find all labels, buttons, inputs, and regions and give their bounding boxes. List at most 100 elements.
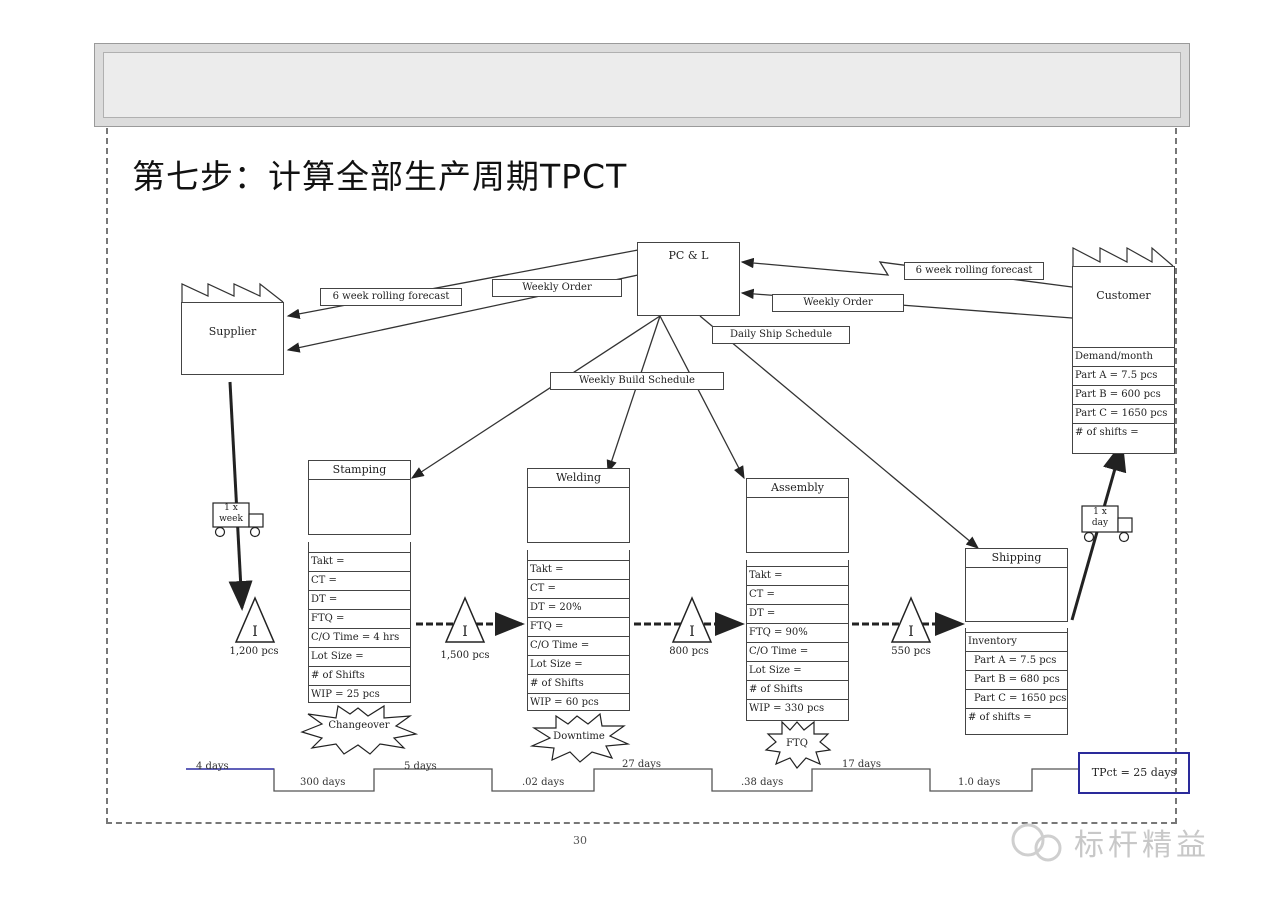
forecast-label-right: 6 week rolling forecast bbox=[904, 262, 1044, 280]
timeline-wait-label: 4 days bbox=[196, 761, 229, 772]
data-row: Takt = bbox=[747, 566, 848, 585]
changeover-burst-label: Changeover bbox=[328, 720, 390, 731]
customer-box: Customer bbox=[1072, 266, 1175, 339]
inventory-label: 800 pcs bbox=[669, 646, 709, 657]
data-row: Takt = bbox=[309, 552, 410, 571]
process-name: Assembly bbox=[747, 479, 848, 498]
data-row: FTQ = 90% bbox=[747, 623, 848, 642]
inventory-symbol: I bbox=[908, 624, 914, 640]
timeline-process-label: .02 days bbox=[522, 777, 565, 788]
data-box-stamping: Takt = CT = DT = FTQ = C/O Time = 4 hrs … bbox=[308, 542, 411, 703]
changeover-burst bbox=[300, 704, 419, 755]
schedule-stamping-line bbox=[410, 315, 661, 479]
data-row: Lot Size = bbox=[747, 661, 848, 680]
inventory-triangle-3 bbox=[671, 596, 713, 643]
page-title: 第七步：计算全部生产周期TPCT bbox=[132, 157, 628, 196]
timeline-process-label: 300 days bbox=[300, 777, 346, 788]
process-name: Welding bbox=[528, 469, 629, 488]
truck-right-frequency: 1 x day bbox=[1091, 507, 1109, 528]
customer-data-row: # of shifts = bbox=[1073, 423, 1174, 442]
data-row: # of Shifts bbox=[528, 674, 629, 693]
inventory-label: 1,500 pcs bbox=[440, 650, 490, 661]
data-row: DT = 20% bbox=[528, 598, 629, 617]
inventory-label: 550 pcs bbox=[891, 646, 931, 657]
customer-data-box: Demand/month Part A = 7.5 pcs Part B = 6… bbox=[1072, 337, 1175, 454]
content-frame bbox=[106, 128, 1177, 824]
inventory-triangle-1 bbox=[234, 596, 276, 643]
data-row: Part B = 680 pcs bbox=[966, 670, 1067, 689]
wechat-icon bbox=[1011, 823, 1045, 857]
inventory-label: 1,200 pcs bbox=[229, 646, 279, 657]
data-row: # of shifts = bbox=[966, 708, 1067, 727]
supplier-factory-roof bbox=[181, 282, 284, 303]
data-row: DT = bbox=[747, 604, 848, 623]
production-control-box: PC & L bbox=[637, 242, 740, 316]
customer-data-row: Demand/month bbox=[1073, 347, 1174, 366]
watermark-text: 标杆精益 bbox=[1074, 828, 1210, 863]
customer-label: Customer bbox=[1096, 289, 1151, 302]
data-row: Inventory bbox=[966, 632, 1067, 651]
production-control-label: PC & L bbox=[668, 249, 709, 262]
data-row: FTQ = bbox=[528, 617, 629, 636]
inventory-symbol: I bbox=[252, 624, 258, 640]
daily-ship-schedule-label: Daily Ship Schedule bbox=[712, 326, 850, 344]
timeline-wait-label: 17 days bbox=[842, 759, 882, 770]
truck-left-frequency: 1 x week bbox=[219, 503, 243, 524]
data-row: DT = bbox=[309, 590, 410, 609]
downtime-burst bbox=[529, 712, 631, 763]
data-row: WIP = 330 pcs bbox=[747, 699, 848, 718]
timeline-process-label: 1.0 days bbox=[958, 777, 1001, 788]
inventory-triangle-2 bbox=[444, 596, 486, 643]
data-row: Lot Size = bbox=[528, 655, 629, 674]
schedule-assembly-line bbox=[659, 315, 745, 480]
data-row: Part C = 1650 pcs bbox=[966, 689, 1067, 708]
supplier-shipment-arrow bbox=[228, 381, 253, 611]
data-row: CT = bbox=[309, 571, 410, 590]
data-row: CT = bbox=[528, 579, 629, 598]
data-row: C/O Time = 4 hrs bbox=[309, 628, 410, 647]
forecast-label-left: 6 week rolling forecast bbox=[320, 288, 462, 306]
process-box-assembly: Assembly bbox=[746, 478, 849, 553]
data-row: Takt = bbox=[528, 560, 629, 579]
timeline-ladder bbox=[186, 768, 1078, 792]
data-row: Lot Size = bbox=[309, 647, 410, 666]
customer-data-row: Part A = 7.5 pcs bbox=[1073, 366, 1174, 385]
inventory-symbol: I bbox=[462, 624, 468, 640]
timeline-wait-label: 27 days bbox=[622, 759, 662, 770]
ftq-burst bbox=[764, 720, 832, 769]
timeline-wait-label: 5 days bbox=[404, 761, 437, 772]
schedule-welding-line bbox=[606, 315, 661, 474]
header-banner bbox=[94, 43, 1190, 127]
data-box-welding: Takt = CT = DT = 20% FTQ = C/O Time = Lo… bbox=[527, 550, 630, 711]
weekly-order-label-left: Weekly Order bbox=[492, 279, 622, 297]
inventory-symbol: I bbox=[689, 624, 695, 640]
data-row: Part A = 7.5 pcs bbox=[966, 651, 1067, 670]
data-row: CT = bbox=[747, 585, 848, 604]
process-name: Stamping bbox=[309, 461, 410, 480]
process-box-stamping: Stamping bbox=[308, 460, 411, 535]
customer-data-row: Part C = 1650 pcs bbox=[1073, 404, 1174, 423]
downtime-burst-label: Downtime bbox=[553, 731, 605, 742]
data-row: # of Shifts bbox=[747, 680, 848, 699]
data-row: # of Shifts bbox=[309, 666, 410, 685]
process-box-welding: Welding bbox=[527, 468, 630, 543]
data-row: C/O Time = bbox=[528, 636, 629, 655]
ship-schedule-line bbox=[699, 315, 979, 549]
process-name: Shipping bbox=[966, 549, 1067, 568]
inventory-triangle-4 bbox=[890, 596, 932, 643]
customer-data-row: Part B = 600 pcs bbox=[1073, 385, 1174, 404]
data-row: FTQ = bbox=[309, 609, 410, 628]
data-box-shipping: Inventory Part A = 7.5 pcs Part B = 680 … bbox=[965, 628, 1068, 735]
supplier-box: Supplier bbox=[181, 302, 284, 375]
tpct-total-box: TPct = 25 days bbox=[1078, 752, 1190, 794]
data-row: C/O Time = bbox=[747, 642, 848, 661]
timeline-process-label: .38 days bbox=[741, 777, 784, 788]
data-box-assembly: Takt = CT = DT = FTQ = 90% C/O Time = Lo… bbox=[746, 560, 849, 721]
page-number: 30 bbox=[573, 834, 587, 847]
customer-factory-roof bbox=[1072, 246, 1174, 267]
ftq-burst-label: FTQ bbox=[786, 738, 808, 749]
data-row: WIP = 60 pcs bbox=[528, 693, 629, 712]
process-box-shipping: Shipping bbox=[965, 548, 1068, 622]
weekly-order-label-right: Weekly Order bbox=[772, 294, 904, 312]
